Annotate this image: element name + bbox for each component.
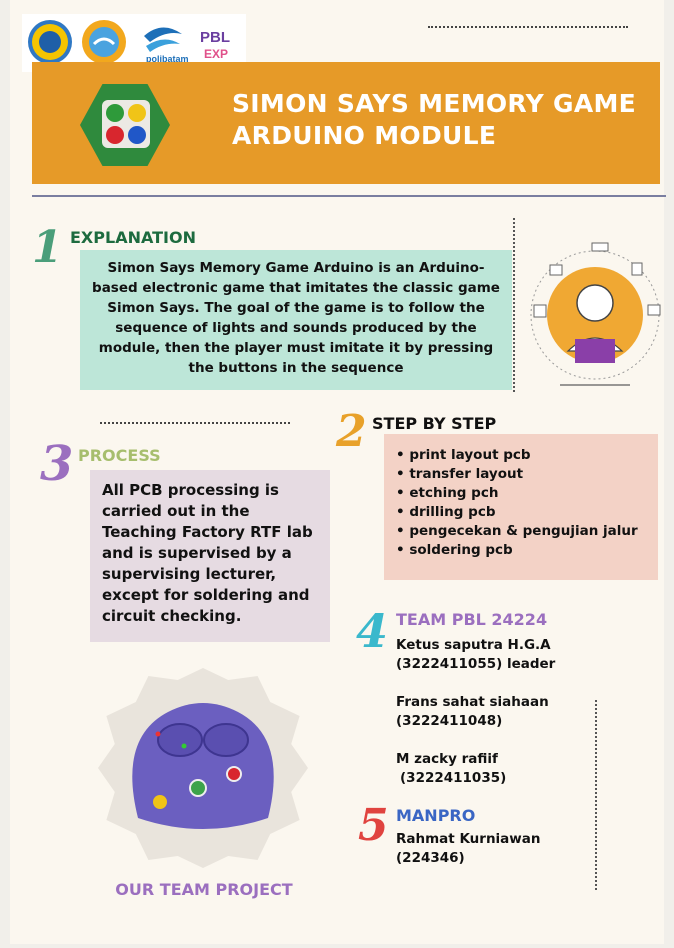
step-item-text: drilling pcb xyxy=(409,504,496,520)
step-item: • pengecekan & pengujian jalur xyxy=(396,523,638,539)
explanation-text: Simon Says Memory Game Arduino is an Ard… xyxy=(80,250,512,390)
process-heading: PROCESS xyxy=(78,446,161,465)
process-text: All PCB processing is carried out in the… xyxy=(90,470,330,642)
team-heading: TEAM PBL 24224 xyxy=(396,610,548,629)
section-number-5: 5 xyxy=(358,800,389,851)
member-name: Frans sahat siahaan xyxy=(396,694,549,710)
step-item: • etching pch xyxy=(396,485,499,501)
step-item-text: pengecekan & pengujian jalur xyxy=(409,523,638,539)
section-number-2: 2 xyxy=(336,406,367,457)
project-caption: OUR TEAM PROJECT xyxy=(115,880,293,899)
team-member: Frans sahat siahaan (3222411048) xyxy=(396,693,596,731)
section-number-3: 3 xyxy=(40,436,74,492)
step-item: • soldering pcb xyxy=(396,542,513,558)
purple-device-icon xyxy=(132,703,274,829)
game-buttons-icon xyxy=(102,100,150,148)
member-id: (3222411035) xyxy=(400,770,507,786)
member-id: (3222411055) leader xyxy=(396,656,556,672)
section-number-4: 4 xyxy=(356,604,389,658)
kampus-merdeka-logo xyxy=(82,20,126,64)
member-name: M zacky rafiif xyxy=(396,751,498,767)
step-item: • transfer layout xyxy=(396,466,524,482)
module-photo-hexagon xyxy=(80,84,170,166)
step-item: • print layout pcb xyxy=(396,447,531,463)
team-member: M zacky rafiif (3222411035) xyxy=(396,750,596,788)
step-item-text: print layout pcb xyxy=(409,447,531,463)
title-banner: SIMON SAYS MEMORY GAME ARDUINO MODULE xyxy=(32,62,660,184)
manpro-person: Rahmat Kurniawan (224346) xyxy=(396,830,596,868)
member-id: (3222411048) xyxy=(396,713,503,729)
header-divider xyxy=(32,195,666,197)
student-laptop-illustration xyxy=(530,242,661,386)
step-item-text: transfer layout xyxy=(409,466,524,482)
member-name: Ketus saputra H.G.A xyxy=(396,637,551,653)
svg-text:polibatam: polibatam xyxy=(146,54,188,64)
team-member: Ketus saputra H.G.A (3222411055) leader xyxy=(396,636,596,674)
manpro-id: (224346) xyxy=(396,850,465,866)
mid-dotted-line xyxy=(100,422,290,424)
step-item-text: soldering pcb xyxy=(409,542,513,558)
manpro-heading: MANPRO xyxy=(396,806,476,825)
steps-heading: STEP BY STEP xyxy=(372,414,497,433)
polibatam-logo: polibatam xyxy=(138,20,189,64)
explanation-heading: EXPLANATION xyxy=(70,228,196,247)
step-item: • drilling pcb xyxy=(396,504,496,520)
svg-text:EXP: EXP xyxy=(204,47,228,61)
section-number-1: 1 xyxy=(32,222,63,273)
project-photo xyxy=(98,668,308,868)
step-item-text: etching pch xyxy=(409,485,499,501)
explain-dotted-divider xyxy=(513,218,515,392)
team-dotted-divider xyxy=(595,700,597,890)
poster-title: SIMON SAYS MEMORY GAME ARDUINO MODULE xyxy=(232,89,637,150)
tut-wuri-logo xyxy=(28,20,72,64)
steps-box: • print layout pcb • transfer layout • e… xyxy=(384,434,658,580)
top-dotted-line xyxy=(428,26,628,28)
svg-text:PBL: PBL xyxy=(200,29,230,46)
manpro-name: Rahmat Kurniawan xyxy=(396,831,541,847)
